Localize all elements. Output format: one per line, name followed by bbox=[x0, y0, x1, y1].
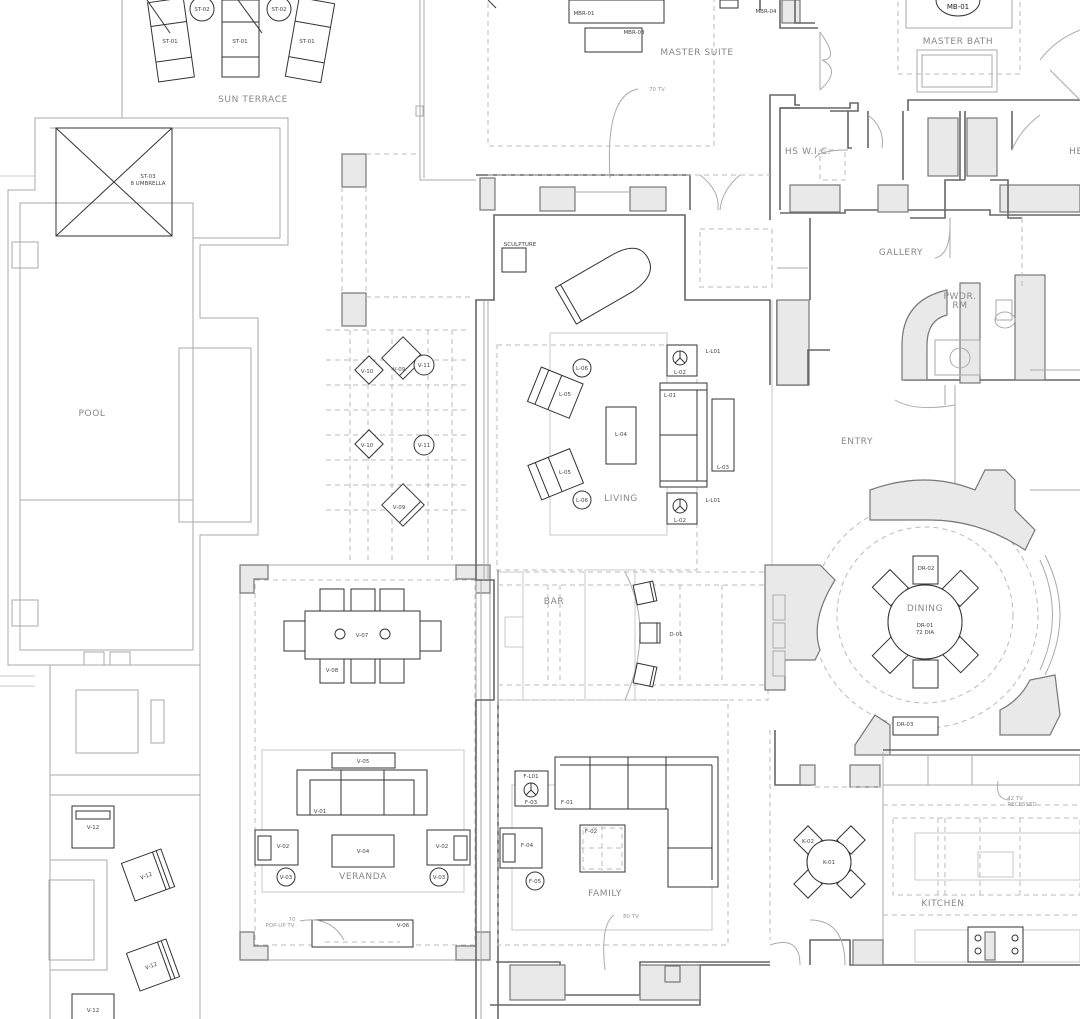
family-room: F-01 F-02 F-L01 F-03 F-04 F-05 FAMILY 80… bbox=[490, 699, 770, 1006]
pool-deck: POOL bbox=[0, 0, 289, 1019]
dining-room: ENTRY DR-02 DINING DR-01 72 DIA DR-03 bbox=[764, 437, 1061, 756]
gallery: GALLERY PWDR. RM bbox=[699, 218, 1023, 311]
svg-text:ST-02: ST-02 bbox=[271, 7, 286, 13]
svg-text:V-12: V-12 bbox=[140, 872, 154, 882]
pergola-area: V-09 V-09 V-10 V-10 V-11 V-11 bbox=[326, 0, 476, 560]
svg-text:F-L01: F-L01 bbox=[523, 774, 538, 780]
svg-text:MBR-04: MBR-04 bbox=[755, 9, 777, 15]
bathtub-fixture bbox=[935, 0, 981, 17]
master-bath: MB-01 MASTER BATH HS W.I.C. HE bbox=[785, 0, 1080, 181]
svg-text:V-10: V-10 bbox=[361, 369, 374, 375]
svg-text:ST-02: ST-02 bbox=[194, 7, 209, 13]
svg-text:V-03: V-03 bbox=[280, 875, 293, 881]
svg-text:F-04: F-04 bbox=[521, 843, 534, 849]
svg-text:V-10: V-10 bbox=[361, 443, 374, 449]
svg-text:RM: RM bbox=[952, 301, 967, 311]
svg-text:PWDR.: PWDR. bbox=[943, 292, 976, 302]
svg-text:F-05: F-05 bbox=[529, 879, 542, 885]
svg-text:L-L01: L-L01 bbox=[705, 498, 720, 504]
kitchen: KITCHEN 42 TV RECESSED K-01 K-02 bbox=[769, 730, 1080, 966]
doors bbox=[699, 29, 1080, 966]
room-label-master-suite: MASTER SUITE bbox=[660, 48, 733, 58]
living-room: SCULPTURE L-02 L-L01 L-02 L-L01 L-01 L-0… bbox=[483, 242, 773, 580]
svg-text:V-02: V-02 bbox=[436, 844, 448, 850]
svg-text:RECESSED: RECESSED bbox=[1007, 802, 1036, 808]
svg-text:L-05: L-05 bbox=[559, 392, 571, 398]
svg-text:ST-01: ST-01 bbox=[299, 39, 314, 45]
svg-text:L-06: L-06 bbox=[576, 366, 588, 372]
svg-text:F-03: F-03 bbox=[525, 800, 538, 806]
svg-text:V-01: V-01 bbox=[314, 809, 326, 815]
svg-text:L-06: L-06 bbox=[576, 498, 588, 504]
svg-text:MBR-03: MBR-03 bbox=[623, 30, 645, 36]
room-label-entry: ENTRY bbox=[841, 437, 873, 447]
svg-text:ST-01: ST-01 bbox=[232, 39, 247, 45]
svg-text:V-05: V-05 bbox=[357, 759, 370, 765]
svg-text:V-03: V-03 bbox=[433, 875, 446, 881]
svg-text:MBR-01: MBR-01 bbox=[573, 11, 594, 17]
svg-text:70: 70 bbox=[289, 917, 296, 923]
svg-text:DR-01: DR-01 bbox=[917, 623, 934, 629]
sun-terrace-chaises: ST-02 ST-02 ST-01 ST-01 ST-01 SUN TERRAC… bbox=[146, 0, 336, 105]
svg-text:V-08: V-08 bbox=[326, 668, 339, 674]
svg-text:V-11: V-11 bbox=[418, 443, 430, 449]
svg-text:80 TV: 80 TV bbox=[623, 914, 639, 920]
tag-mb01: MB-01 bbox=[947, 3, 969, 11]
veranda: V-07 V-08 V-05 V-01 V-02 V-02 V-03 V-03 … bbox=[239, 564, 491, 1019]
svg-text:ST-03: ST-03 bbox=[140, 174, 156, 180]
svg-text:V-04: V-04 bbox=[357, 849, 370, 855]
svg-text:V-12: V-12 bbox=[145, 962, 159, 972]
svg-text:V-02: V-02 bbox=[277, 844, 289, 850]
pool-lounge-chairs: V-12 V-12 V-12 V-12 bbox=[71, 805, 181, 1019]
room-label-dining: DINING bbox=[907, 604, 943, 614]
svg-text:72 DIA: 72 DIA bbox=[916, 630, 935, 636]
svg-text:HE: HE bbox=[1069, 147, 1080, 157]
svg-text:SCULPTURE: SCULPTURE bbox=[504, 242, 537, 248]
svg-text:V-12: V-12 bbox=[87, 825, 99, 831]
umbrella: ST-03 8 UMBRELLA bbox=[55, 127, 173, 237]
room-label-pool: POOL bbox=[78, 409, 105, 419]
svg-text:70 TV: 70 TV bbox=[649, 87, 665, 93]
svg-text:L-02: L-02 bbox=[674, 518, 686, 524]
grand-piano bbox=[554, 247, 651, 325]
svg-text:8 UMBRELLA: 8 UMBRELLA bbox=[130, 181, 165, 187]
svg-text:DR-02: DR-02 bbox=[918, 566, 935, 572]
svg-text:V-11: V-11 bbox=[418, 363, 430, 369]
house-walls bbox=[475, 0, 1080, 1019]
svg-text:ST-01: ST-01 bbox=[162, 39, 177, 45]
svg-text:L-02: L-02 bbox=[674, 370, 686, 376]
svg-text:42 TV: 42 TV bbox=[1007, 796, 1023, 802]
svg-text:L-03: L-03 bbox=[717, 465, 729, 471]
master-suite: MBR-01 MBR-03 MBR-04 MASTER SUITE 70 TV bbox=[487, 0, 777, 179]
svg-text:V-07: V-07 bbox=[356, 633, 369, 639]
room-label-veranda: VERANDA bbox=[339, 872, 387, 882]
svg-text:K-01: K-01 bbox=[823, 860, 835, 866]
room-label-living: LIVING bbox=[604, 494, 638, 504]
svg-text:L-L01: L-L01 bbox=[705, 349, 720, 355]
room-label-master-bath: MASTER BATH bbox=[923, 37, 993, 47]
svg-text:K-02: K-02 bbox=[802, 839, 814, 845]
room-label-gallery: GALLERY bbox=[879, 248, 923, 258]
svg-text:V-12: V-12 bbox=[87, 1008, 99, 1014]
svg-text:L-01: L-01 bbox=[664, 393, 676, 399]
svg-text:V-09: V-09 bbox=[393, 505, 406, 511]
svg-text:D-01: D-01 bbox=[669, 632, 682, 638]
room-label-kitchen: KITCHEN bbox=[921, 899, 964, 909]
svg-text:POP-UP TV: POP-UP TV bbox=[265, 923, 294, 929]
svg-text:V-06: V-06 bbox=[397, 923, 410, 929]
svg-text:F-02: F-02 bbox=[585, 829, 597, 835]
pool bbox=[19, 202, 194, 651]
svg-text:L-05: L-05 bbox=[559, 470, 571, 476]
svg-text:DR-03: DR-03 bbox=[897, 722, 914, 728]
room-label-sun-terrace: SUN TERRACE bbox=[218, 95, 288, 105]
room-label-hs-wic: HS W.I.C. bbox=[785, 147, 831, 157]
svg-text:V-09: V-09 bbox=[393, 367, 406, 373]
room-label-family: FAMILY bbox=[588, 889, 622, 899]
svg-text:F-01: F-01 bbox=[561, 800, 573, 806]
room-label-bar: BAR bbox=[544, 597, 564, 607]
svg-text:L-04: L-04 bbox=[615, 432, 627, 438]
bar: BAR D-01 bbox=[497, 569, 769, 701]
